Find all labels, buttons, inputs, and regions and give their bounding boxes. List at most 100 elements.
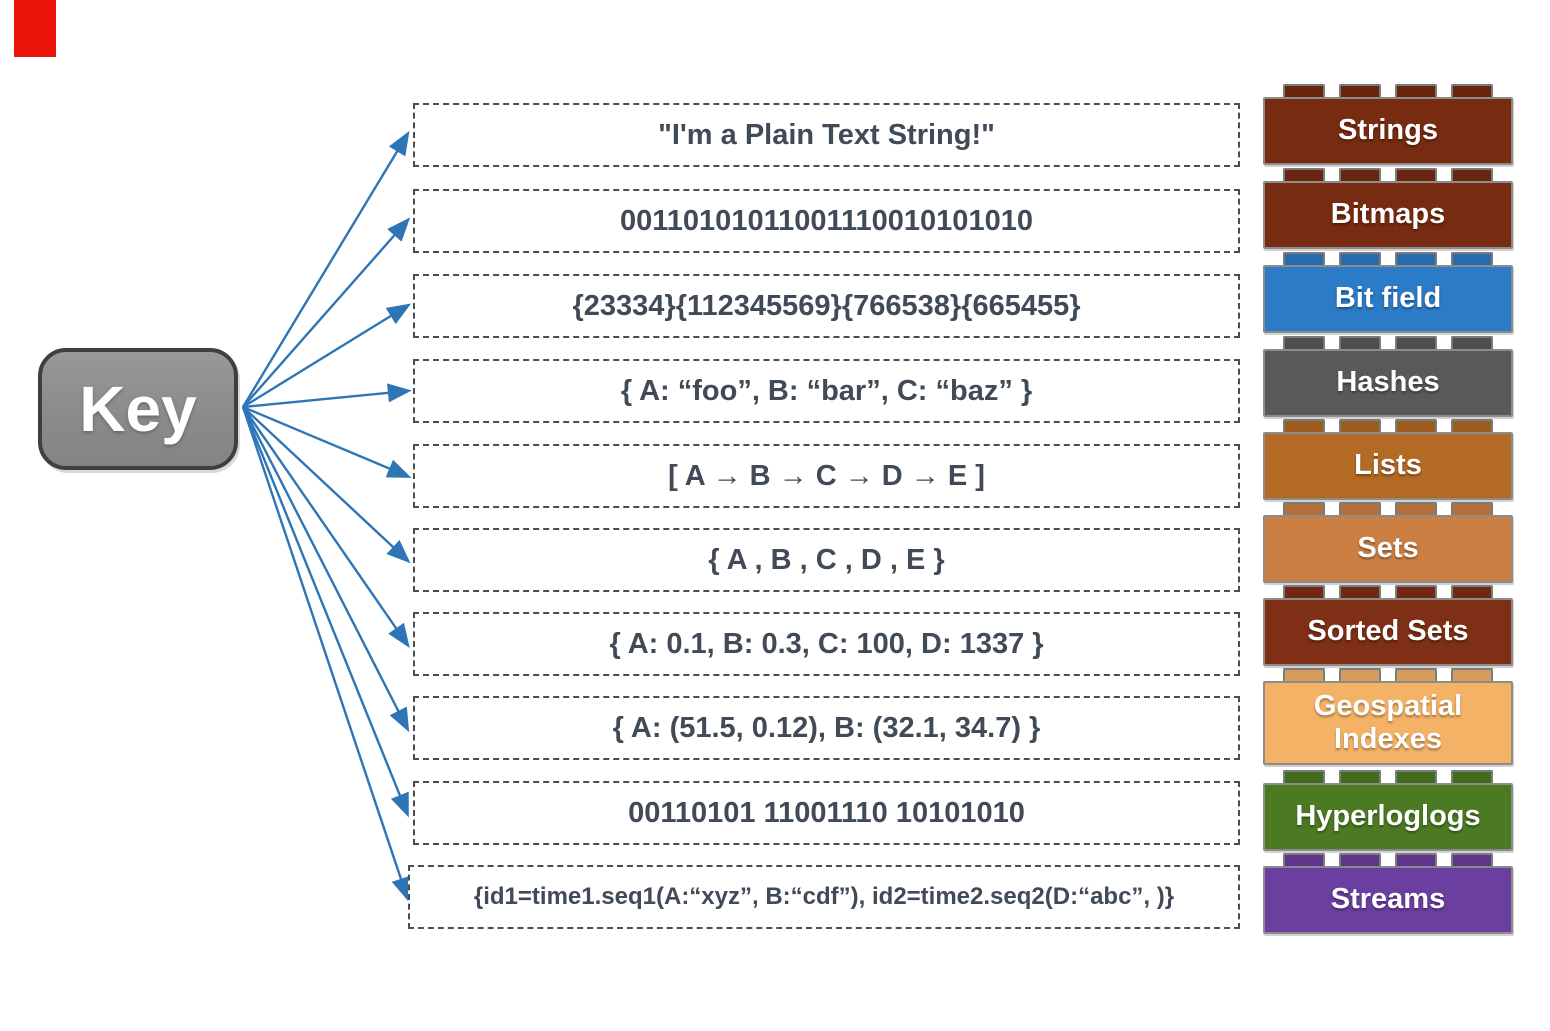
brick-stud	[1339, 770, 1381, 783]
arrow-key-to-bitmaps	[242, 217, 411, 408]
brick-stud	[1451, 668, 1493, 681]
brick-streams: Streams	[1263, 853, 1513, 934]
brick-stud	[1451, 770, 1493, 783]
brick-stud	[1395, 668, 1437, 681]
brick-stud	[1283, 502, 1325, 515]
brick-stud	[1339, 336, 1381, 349]
arrow-key-to-streams	[241, 406, 411, 902]
brick-label-sorted-sets: Sorted Sets	[1307, 615, 1469, 648]
brick-bitmaps: Bitmaps	[1263, 168, 1513, 249]
brick-stud	[1339, 853, 1381, 866]
example-text-hashes: { A: “foo”, B: “bar”, C: “baz” }	[620, 374, 1033, 407]
arrow-key-to-strings	[241, 130, 410, 408]
example-text-sorted-sets: { A: 0.1, B: 0.3, C: 100, D: 1337 }	[609, 627, 1044, 660]
brick-studs-sorted-sets	[1263, 585, 1513, 598]
brick-stud	[1395, 853, 1437, 866]
brick-stud	[1339, 668, 1381, 681]
arrow-key-to-lists	[242, 405, 412, 478]
brick-stud	[1451, 252, 1493, 265]
brick-studs-geospatial-indexes	[1263, 668, 1513, 681]
brick-hashes: Hashes	[1263, 336, 1513, 417]
arrow-key-to-geospatial-indexes	[241, 406, 410, 733]
red-corner-marker	[14, 0, 56, 57]
example-box-streams: {id1=time1.seq1(A:“xyz”, B:“cdf”), id2=t…	[408, 865, 1240, 929]
key-label: Key	[79, 373, 197, 445]
brick-stud	[1283, 84, 1325, 97]
brick-studs-streams	[1263, 853, 1513, 866]
brick-label-bit-field: Bit field	[1334, 282, 1442, 315]
brick-stud	[1451, 419, 1493, 432]
brick-studs-bitmaps	[1263, 168, 1513, 181]
brick-label-lists: Lists	[1354, 449, 1422, 482]
brick-label-streams: Streams	[1330, 883, 1446, 916]
brick-stud	[1395, 252, 1437, 265]
brick-bit-field: Bit field	[1263, 252, 1513, 333]
brick-strings: Strings	[1263, 84, 1513, 165]
arrow-key-to-hashes	[242, 383, 412, 409]
brick-stud	[1395, 770, 1437, 783]
brick-body-hyperloglogs: Hyperloglogs	[1263, 783, 1513, 851]
brick-hyperloglogs: Hyperloglogs	[1263, 770, 1513, 851]
example-box-lists: [ A → B → C → D → E ]	[413, 444, 1240, 508]
example-text-sets: { A , B , C , D , E }	[708, 543, 945, 576]
brick-label-bitmaps: Bitmaps	[1330, 198, 1446, 231]
example-text-streams: {id1=time1.seq1(A:“xyz”, B:“cdf”), id2=t…	[473, 883, 1175, 910]
example-text-hyperloglogs: 00110101 11001110 10101010	[628, 796, 1025, 829]
arrow-key-to-bit-field	[242, 303, 412, 409]
brick-label-hyperloglogs: Hyperloglogs	[1295, 800, 1481, 833]
brick-label-strings: Strings	[1338, 114, 1438, 147]
arrow-key-to-sets	[242, 406, 411, 564]
brick-stud	[1451, 84, 1493, 97]
brick-stud	[1395, 84, 1437, 97]
example-text-bitmaps: 00110101011001110010101010	[620, 204, 1033, 237]
brick-body-bitmaps: Bitmaps	[1263, 181, 1513, 249]
brick-stud	[1283, 585, 1325, 598]
brick-stud	[1395, 585, 1437, 598]
brick-stud	[1283, 770, 1325, 783]
brick-stud	[1395, 419, 1437, 432]
brick-studs-sets	[1263, 502, 1513, 515]
brick-stud	[1451, 502, 1493, 515]
example-text-bit-field: {23334}{112345569}{766538}{665455}	[572, 289, 1081, 322]
brick-body-hashes: Hashes	[1263, 349, 1513, 417]
key-node: Key	[38, 348, 238, 470]
brick-stud	[1395, 336, 1437, 349]
example-box-bit-field: {23334}{112345569}{766538}{665455}	[413, 274, 1240, 338]
brick-stud	[1339, 252, 1381, 265]
example-box-sets: { A , B , C , D , E }	[413, 528, 1240, 592]
brick-stud	[1451, 336, 1493, 349]
brick-body-lists: Lists	[1263, 432, 1513, 500]
brick-sets: Sets	[1263, 502, 1513, 583]
brick-body-bit-field: Bit field	[1263, 265, 1513, 333]
example-text-lists: [ A → B → C → D → E ]	[668, 459, 985, 492]
brick-geospatial-indexes: Geospatial Indexes	[1263, 668, 1513, 765]
brick-stud	[1451, 585, 1493, 598]
brick-stud	[1451, 853, 1493, 866]
brick-stud	[1283, 419, 1325, 432]
brick-studs-lists	[1263, 419, 1513, 432]
brick-body-sorted-sets: Sorted Sets	[1263, 598, 1513, 666]
brick-stud	[1339, 84, 1381, 97]
brick-sorted-sets: Sorted Sets	[1263, 585, 1513, 666]
brick-lists: Lists	[1263, 419, 1513, 500]
example-box-strings: "I'm a Plain Text String!"	[413, 103, 1240, 167]
example-text-geospatial-indexes: { A: (51.5, 0.12), B: (32.1, 34.7) }	[612, 711, 1041, 744]
brick-body-strings: Strings	[1263, 97, 1513, 165]
brick-stud	[1395, 168, 1437, 181]
brick-studs-bit-field	[1263, 252, 1513, 265]
brick-studs-strings	[1263, 84, 1513, 97]
brick-studs-hashes	[1263, 336, 1513, 349]
brick-stud	[1339, 502, 1381, 515]
brick-stud	[1395, 502, 1437, 515]
example-text-strings: "I'm a Plain Text String!"	[658, 118, 995, 151]
brick-stud	[1283, 336, 1325, 349]
brick-stud	[1451, 168, 1493, 181]
example-box-hashes: { A: “foo”, B: “bar”, C: “baz” }	[413, 359, 1240, 423]
brick-studs-hyperloglogs	[1263, 770, 1513, 783]
arrow-key-to-hyperloglogs	[241, 406, 409, 818]
brick-label-hashes: Hashes	[1336, 366, 1440, 399]
arrow-key-to-sorted-sets	[242, 406, 410, 648]
example-box-hyperloglogs: 00110101 11001110 10101010	[413, 781, 1240, 845]
brick-stud	[1339, 419, 1381, 432]
